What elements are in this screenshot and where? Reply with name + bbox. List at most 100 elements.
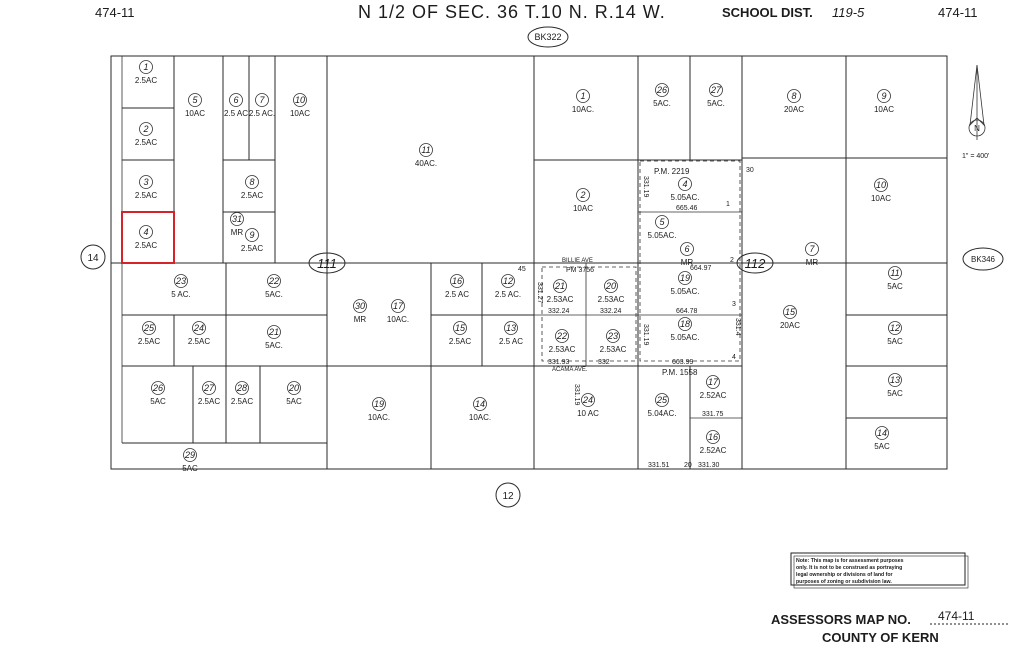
parcel-acreage: 5.04AC. <box>648 409 677 418</box>
parcel-circle <box>888 266 902 280</box>
parcel-number[interactable]: 18 <box>680 319 690 329</box>
parcel-number[interactable]: 10 <box>295 95 305 105</box>
parcel-number[interactable]: 22 <box>556 331 567 341</box>
parcel-number[interactable]: 26 <box>152 383 163 393</box>
parcel-circle <box>581 393 595 407</box>
parcel-number[interactable]: 22 <box>268 276 279 286</box>
parcel-number[interactable]: 25 <box>656 395 668 405</box>
north-arrow-icon: N <box>968 64 986 140</box>
map-title: N 1/2 OF SEC. 36 T.10 N. R.14 W. <box>358 2 666 22</box>
dim-label: 332.24 <box>548 308 570 315</box>
parcel-circle <box>706 430 720 444</box>
parcel-number[interactable]: 11 <box>890 268 899 278</box>
parcel-number[interactable]: 9 <box>249 230 254 240</box>
parcel-number[interactable]: 7 <box>259 95 265 105</box>
parcel-number[interactable]: 17 <box>708 377 719 387</box>
parcel-number[interactable]: 4 <box>143 227 148 237</box>
parcel-acreage: 10AC. <box>572 105 594 114</box>
parcel-number[interactable]: 16 <box>452 276 462 286</box>
parcel-circle <box>139 225 153 239</box>
parcel-number[interactable]: 26 <box>656 85 667 95</box>
parcel-number[interactable]: 14 <box>475 399 485 409</box>
parcel-number[interactable]: 17 <box>393 301 404 311</box>
parcel-number[interactable]: 7 <box>809 244 815 254</box>
parcel-number[interactable]: 1 <box>143 62 148 72</box>
selected-parcel-highlight[interactable] <box>121 211 175 264</box>
parcel-acreage: 2.53AC <box>549 345 576 354</box>
parcel-number[interactable]: 16 <box>708 432 718 442</box>
block-112-label: 112 <box>745 256 766 271</box>
parcel-circle <box>576 89 590 103</box>
parcel-number[interactable]: 1 <box>580 91 585 101</box>
parcel-circle <box>245 175 259 189</box>
parcel-number[interactable]: 20 <box>605 281 616 291</box>
parcel-number[interactable]: 24 <box>582 395 593 405</box>
parcel-number[interactable]: 11 <box>421 145 430 155</box>
parcel-number[interactable]: 13 <box>890 375 900 385</box>
parcel-number[interactable]: 27 <box>710 85 722 95</box>
parcel-acreage: MR <box>354 315 367 324</box>
parcel-circle <box>267 325 281 339</box>
parcel-circle <box>391 299 405 313</box>
parcel-number[interactable]: 23 <box>607 331 618 341</box>
parcel-number[interactable]: 28 <box>236 383 247 393</box>
parcel-circle <box>678 271 692 285</box>
parcel-acreage: 5.05AC. <box>671 333 700 342</box>
parcel-number[interactable]: 21 <box>268 327 279 337</box>
dim-label: 331.27 <box>536 282 543 304</box>
parcel-acreage: 2.5AC <box>135 138 157 147</box>
parcel-number[interactable]: 6 <box>233 95 238 105</box>
parcel-circle <box>501 274 515 288</box>
parcel-number[interactable]: 14 <box>877 428 887 438</box>
parcel-number[interactable]: 19 <box>374 399 384 409</box>
parcel-number[interactable]: 8 <box>249 177 254 187</box>
parcel-circle <box>678 177 692 191</box>
parcel-number[interactable]: 31 <box>232 214 242 224</box>
parcel-acreage: 2.5AC <box>135 76 157 85</box>
parcel-number[interactable]: 12 <box>890 323 900 333</box>
parcel-number[interactable]: 23 <box>175 276 186 286</box>
parcel-number[interactable]: 13 <box>506 323 516 333</box>
parcel-acreage: 2.52AC <box>700 391 727 400</box>
parcel-number[interactable]: 6 <box>684 244 689 254</box>
parcel-number[interactable]: 12 <box>503 276 513 286</box>
parcel-number[interactable]: 2 <box>142 124 148 134</box>
book-right-label: BK346 <box>971 255 996 264</box>
parcel-number[interactable]: 29 <box>184 450 195 460</box>
parcel-number[interactable]: 20 <box>288 383 299 393</box>
parcel-circle <box>245 228 259 242</box>
parcel-acreage: 10AC <box>573 204 593 213</box>
parcel-acreage: 5AC. <box>265 290 283 299</box>
parcel-number[interactable]: 5 <box>659 217 665 227</box>
parcel-number[interactable]: 2 <box>579 190 585 200</box>
parcel-circle <box>678 317 692 331</box>
parcel-number[interactable]: 4 <box>682 179 687 189</box>
parcel-circle <box>287 381 301 395</box>
parcel-acreage: MR <box>681 258 694 267</box>
parcel-number[interactable]: 10 <box>876 180 886 190</box>
parcel-acreage: 5.05AC. <box>671 193 700 202</box>
parcel-number[interactable]: 24 <box>193 323 204 333</box>
dim-label: 664.97 <box>690 265 712 272</box>
parcel-number[interactable]: 15 <box>455 323 466 333</box>
parcel-acreage: 2.5 AC <box>499 337 523 346</box>
parcel-acreage: 2.53AC <box>600 345 627 354</box>
parcel-number[interactable]: 19 <box>680 273 690 283</box>
parcel-number[interactable]: 9 <box>881 91 886 101</box>
svg-text:N: N <box>974 124 980 133</box>
parcel-acreage: 10AC <box>874 105 894 114</box>
parcel-acreage: 10AC <box>871 194 891 203</box>
parcel-number[interactable]: 5 <box>192 95 198 105</box>
parcel-circle <box>655 393 669 407</box>
parcel-number[interactable]: 15 <box>785 307 796 317</box>
parcel-number[interactable]: 25 <box>143 323 155 333</box>
parcel-circle <box>606 329 620 343</box>
parcel-circle <box>139 60 153 74</box>
parcel-number[interactable]: 27 <box>203 383 215 393</box>
note-line-2: only. It is not to be construed as portr… <box>796 565 902 571</box>
parcel-number[interactable]: 8 <box>791 91 796 101</box>
parcel-number[interactable]: 3 <box>143 177 148 187</box>
parcel-number[interactable]: 30 <box>355 301 365 311</box>
parcel-number[interactable]: 21 <box>554 281 565 291</box>
